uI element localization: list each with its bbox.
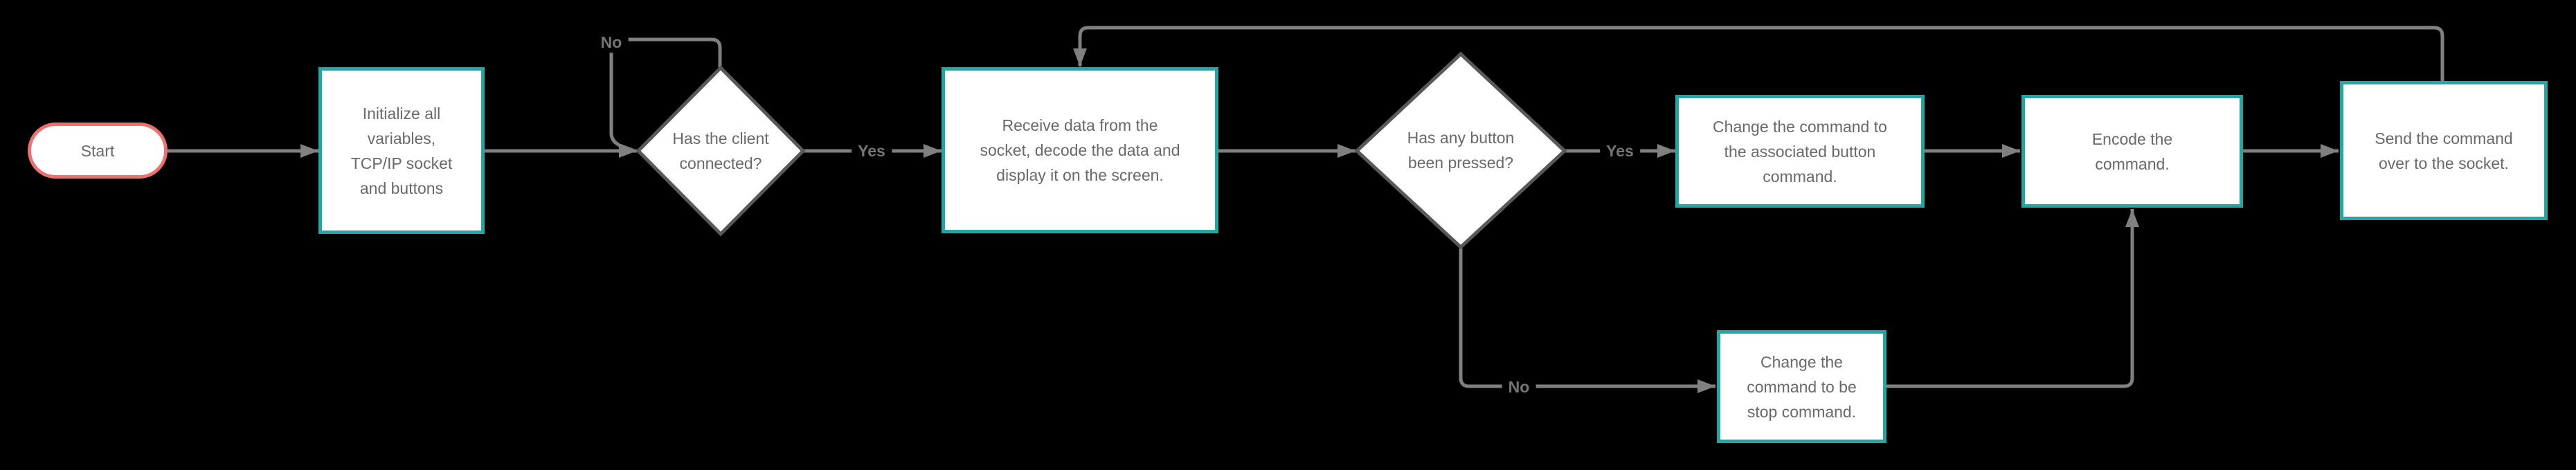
node-send-command-label: Send the command over to the socket. [2375, 129, 2513, 172]
edge-stop-command-to-encode [1886, 209, 2139, 388]
node-stop-command: Change the command to be stop command. [1717, 330, 1886, 443]
node-receive-data: Receive data from the socket, decode the… [942, 67, 1218, 233]
node-start: Start [28, 123, 168, 179]
edge-send-feedback-to-receive [1073, 26, 2444, 81]
node-change-button-command: Change the command to the associated but… [1675, 95, 1925, 208]
node-stop-command-label: Change the command to be stop command. [1747, 352, 1857, 421]
node-change-button-command-label: Change the command to the associated but… [1713, 117, 1887, 186]
node-initialize-label: Initialize all variables, TCP/IP socket … [350, 104, 453, 197]
node-encode-command: Encode the command. [2021, 95, 2243, 208]
node-receive-data-label: Receive data from the socket, decode the… [980, 116, 1180, 184]
edge-label-yes-connected: Yes [852, 141, 892, 161]
edge-no-button-pressed-to-stop-command [1459, 247, 1715, 393]
edge-label-yes-pressed: Yes [1600, 141, 1640, 161]
decision-client-connected [636, 65, 806, 237]
edge-label-no-loop: No [594, 32, 629, 53]
node-initialize: Initialize all variables, TCP/IP socket … [318, 67, 485, 234]
decision-button-pressed [1354, 51, 1567, 250]
node-send-command: Send the command over to the socket. [2340, 81, 2548, 220]
node-encode-command-label: Encode the command. [2091, 129, 2173, 173]
node-start-label: Start [80, 141, 115, 160]
edge-label-no-pressed: No [1502, 377, 1536, 397]
